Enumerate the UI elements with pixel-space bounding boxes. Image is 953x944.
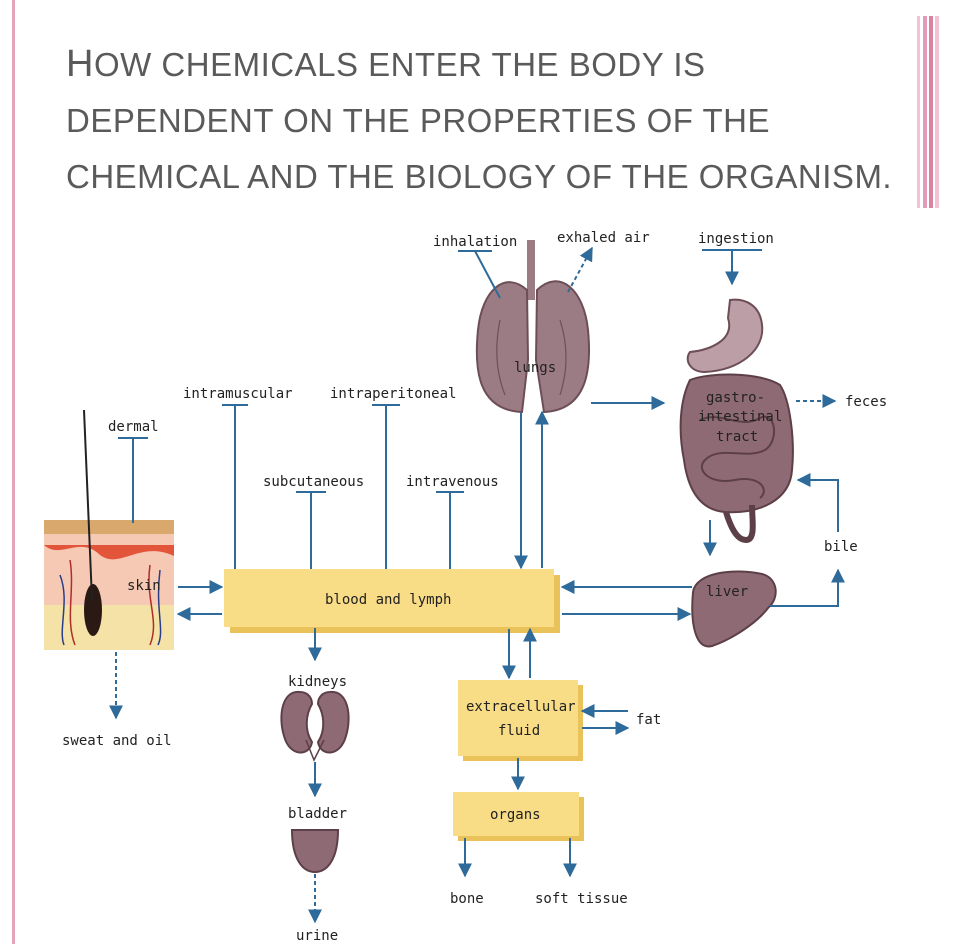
label-organs-box: organs xyxy=(490,807,541,823)
label-fat: fat xyxy=(636,712,661,728)
label-blood-lymph: blood and lymph xyxy=(325,592,451,608)
intraperitoneal-connector xyxy=(372,405,400,569)
label-feces: feces xyxy=(845,394,887,410)
label-bile: bile xyxy=(824,539,858,555)
lungs-illustration xyxy=(477,240,589,412)
liver-to-bile-arrow xyxy=(770,570,838,606)
label-ecf-line2: fluid xyxy=(498,723,540,739)
liver-illustration xyxy=(692,571,775,646)
label-lungs: lungs xyxy=(514,360,556,376)
label-ecf-line1: extracellular xyxy=(466,699,576,715)
dermal-connector xyxy=(118,438,148,523)
kidneys-illustration xyxy=(281,692,348,760)
label-gi-line3: tract xyxy=(716,429,758,445)
label-liver: liver xyxy=(706,584,748,600)
skin-illustration xyxy=(44,410,174,650)
ingestion-arrow xyxy=(702,250,762,284)
label-bone: bone xyxy=(450,891,484,907)
label-intramuscular: intramuscular xyxy=(183,386,293,402)
label-skin: skin xyxy=(127,578,161,594)
label-intravenous: intravenous xyxy=(406,474,499,490)
label-soft-tissue: soft tissue xyxy=(535,891,628,907)
label-gi-line1: gastro- xyxy=(706,390,765,406)
label-sweat-oil: sweat and oil xyxy=(62,733,172,749)
label-urine: urine xyxy=(296,928,338,944)
extracellular-fluid-box xyxy=(458,680,583,761)
label-inhalation: inhalation xyxy=(433,234,517,250)
label-kidneys: kidneys xyxy=(288,674,347,690)
label-gi-line2: intestinal xyxy=(698,409,782,425)
label-bladder: bladder xyxy=(288,806,347,822)
label-intraperitoneal: intraperitoneal xyxy=(330,386,456,402)
intramuscular-connector xyxy=(222,405,248,569)
subcutaneous-connector xyxy=(296,492,326,569)
label-exhaled-air: exhaled air xyxy=(557,230,650,246)
bile-to-gi-arrow xyxy=(798,480,838,532)
label-subcutaneous: subcutaneous xyxy=(263,474,364,490)
bladder-illustration xyxy=(292,830,338,872)
label-dermal: dermal xyxy=(108,419,159,435)
label-ingestion: ingestion xyxy=(698,231,774,247)
exhaled-air-arrow xyxy=(568,248,592,292)
intravenous-connector xyxy=(436,492,464,569)
